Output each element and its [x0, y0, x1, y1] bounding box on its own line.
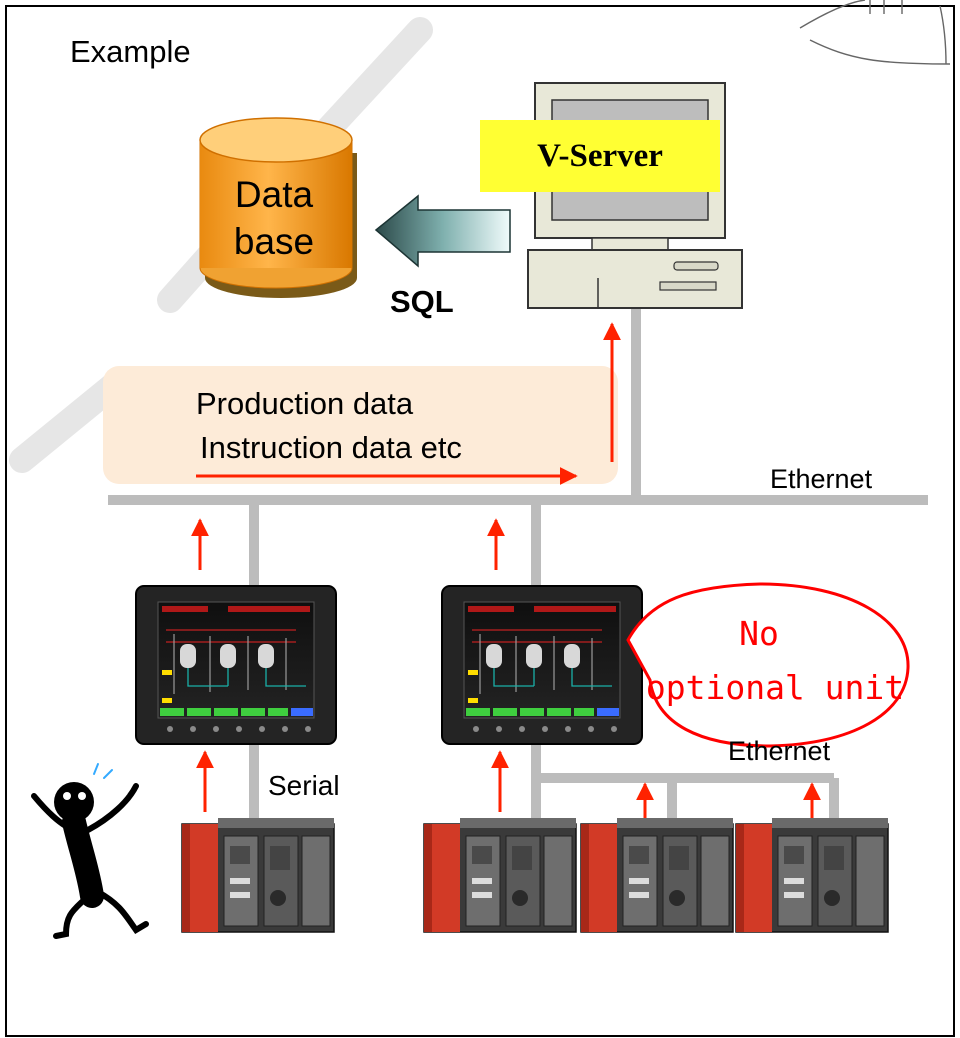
slide-title: Example — [70, 34, 191, 69]
plc-unit-1 — [181, 817, 335, 933]
v-server-label: V-Server — [480, 120, 720, 192]
data-box-line2: Instruction data etc — [200, 430, 462, 465]
ethernet-network-lines — [108, 300, 928, 828]
hmi-panel-right — [441, 585, 643, 745]
callout-text-line1: No — [739, 614, 779, 653]
callout-bubble — [626, 582, 910, 748]
database-label-line1: Data — [234, 174, 314, 215]
server-computer — [527, 82, 743, 309]
ethernet-top-label: Ethernet — [770, 464, 873, 494]
data-box-line1: Production data — [196, 386, 414, 421]
serial-label: Serial — [268, 770, 340, 801]
plc-unit-3 — [580, 817, 734, 933]
plc-unit-2 — [423, 817, 577, 933]
database-cylinder — [199, 117, 357, 298]
pointing-hand-icon — [799, 0, 951, 65]
ethernet-bottom-label: Ethernet — [728, 736, 831, 766]
plc-unit-4 — [735, 817, 889, 933]
stick-figure-icon — [31, 763, 149, 939]
database-label-line2: base — [233, 221, 315, 262]
sql-label: SQL — [390, 284, 454, 319]
callout-text-line2: optional unit — [645, 668, 905, 707]
data-box — [103, 366, 618, 484]
sql-arrow-icon — [374, 194, 511, 268]
hmi-panel-left — [135, 585, 337, 745]
